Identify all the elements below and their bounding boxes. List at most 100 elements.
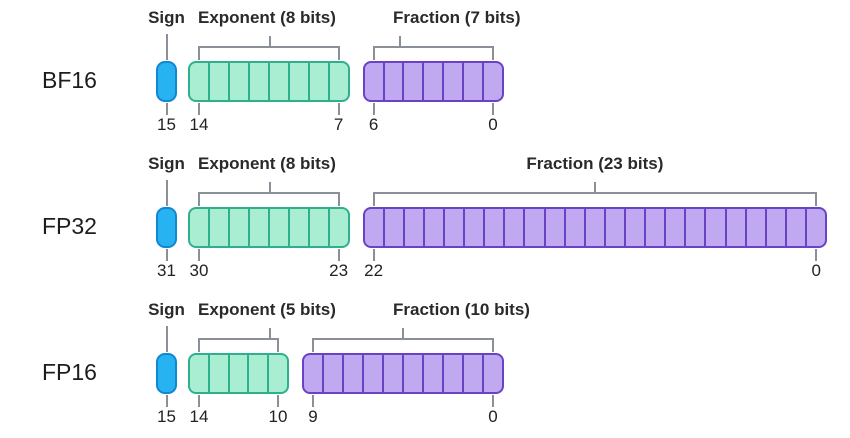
bit-cell xyxy=(764,209,785,246)
bit-cell xyxy=(805,209,825,246)
fraction-high-bit-tick xyxy=(372,249,375,261)
fraction-field-label: Fraction (10 bits) xyxy=(393,300,530,319)
bit-cell xyxy=(664,209,684,246)
bit-cell xyxy=(724,209,745,246)
bit-cell xyxy=(267,355,287,392)
fraction-low-bit-index: 0 xyxy=(488,407,498,426)
sign-field-label: Sign xyxy=(148,8,185,27)
bit-cell xyxy=(543,209,564,246)
fraction-bracket-tick xyxy=(399,36,401,46)
exponent-bracket-tick xyxy=(269,328,271,338)
fraction-high-bit-tick xyxy=(372,103,375,115)
bit-cell xyxy=(190,63,208,100)
bit-cell xyxy=(327,209,348,246)
bit-cell xyxy=(784,209,805,246)
bit-cell xyxy=(462,355,482,392)
bit-cell xyxy=(563,209,584,246)
bit-cell xyxy=(422,63,442,100)
bit-cell xyxy=(382,209,403,246)
bit-cell xyxy=(624,209,644,246)
bit-cell xyxy=(307,209,328,246)
fraction-high-bit-index: 6 xyxy=(368,115,379,134)
bit-cell xyxy=(267,209,288,246)
exponent-low-bit-index: 23 xyxy=(329,261,349,280)
exponent-field-label: Exponent (8 bits) xyxy=(198,8,336,27)
bit-cell xyxy=(402,355,422,392)
sign-bit-tick xyxy=(165,395,168,407)
exponent-high-bit-index: 14 xyxy=(189,407,209,426)
bit-cell xyxy=(247,355,267,392)
bit-cell xyxy=(190,209,208,246)
exponent-high-bit-index: 30 xyxy=(189,261,209,280)
fraction-bit-field-box xyxy=(362,61,504,102)
fraction-bracket-tick xyxy=(593,182,596,192)
bit-cell xyxy=(207,355,228,392)
fraction-low-bit-tick xyxy=(492,103,494,115)
exponent-bracket xyxy=(198,46,340,60)
exponent-high-bit-tick xyxy=(198,395,200,407)
bit-cell xyxy=(287,209,308,246)
exponent-bit-field-box xyxy=(188,207,350,248)
bit-cell xyxy=(482,355,502,392)
sign-connector-line xyxy=(165,34,168,60)
bit-cell xyxy=(503,209,523,246)
fraction-low-bit-index: 0 xyxy=(811,261,821,280)
fraction-bit-field-box xyxy=(302,353,504,394)
fraction-field-label: Fraction (7 bits) xyxy=(393,8,521,27)
bit-cell xyxy=(684,209,704,246)
bit-cell xyxy=(422,355,442,392)
exponent-low-bit-tick xyxy=(337,103,340,115)
fraction-low-bit-tick xyxy=(492,395,494,407)
bit-cell xyxy=(207,63,228,100)
bit-cell xyxy=(365,63,383,100)
bit-cell xyxy=(247,63,268,100)
format-name-label: FP16 xyxy=(42,359,97,385)
bit-cell xyxy=(482,63,502,100)
bit-cell xyxy=(422,209,443,246)
bit-cell xyxy=(483,209,503,246)
exponent-low-bit-tick xyxy=(277,395,279,407)
format-name-label: BF16 xyxy=(42,67,97,93)
fraction-bracket xyxy=(372,46,494,60)
fraction-high-bit-index: 9 xyxy=(308,407,318,426)
exponent-bracket-tick xyxy=(269,182,271,192)
fraction-bracket xyxy=(372,192,818,206)
exponent-bracket xyxy=(198,192,340,206)
bit-cell xyxy=(342,355,362,392)
bit-cell xyxy=(744,209,765,246)
bit-cell xyxy=(327,63,348,100)
sign-connector-line xyxy=(165,180,168,206)
sign-bit-box xyxy=(156,207,177,248)
fraction-high-bit-index: 22 xyxy=(364,261,384,280)
sign-field-label: Sign xyxy=(148,154,185,173)
bit-cell xyxy=(207,209,228,246)
exponent-high-bit-index: 14 xyxy=(189,115,209,134)
bit-cell xyxy=(382,355,402,392)
sign-bit-index: 31 xyxy=(157,261,176,280)
bit-cell xyxy=(462,63,482,100)
exponent-low-bit-index: 10 xyxy=(268,407,288,426)
bit-cell xyxy=(307,63,328,100)
fraction-low-bit-tick xyxy=(815,249,818,261)
bit-cell xyxy=(583,209,604,246)
bit-cell xyxy=(523,209,543,246)
bit-cell xyxy=(442,63,462,100)
bit-cell xyxy=(304,355,322,392)
exponent-low-bit-tick xyxy=(337,249,340,261)
fraction-field-label: Fraction (23 bits) xyxy=(526,154,664,173)
bit-cell xyxy=(704,209,724,246)
bit-cell xyxy=(442,355,462,392)
bit-cell xyxy=(190,355,208,392)
exponent-low-bit-index: 7 xyxy=(333,115,344,134)
sign-bit-tick xyxy=(165,249,168,261)
bit-cell xyxy=(227,63,248,100)
bit-cell xyxy=(463,209,483,246)
bit-cell xyxy=(267,63,288,100)
bit-cell xyxy=(603,209,624,246)
sign-bit-box xyxy=(156,61,177,102)
exponent-field-label: Exponent (8 bits) xyxy=(198,154,336,173)
exponent-bracket xyxy=(198,338,279,352)
bit-cell xyxy=(362,355,382,392)
